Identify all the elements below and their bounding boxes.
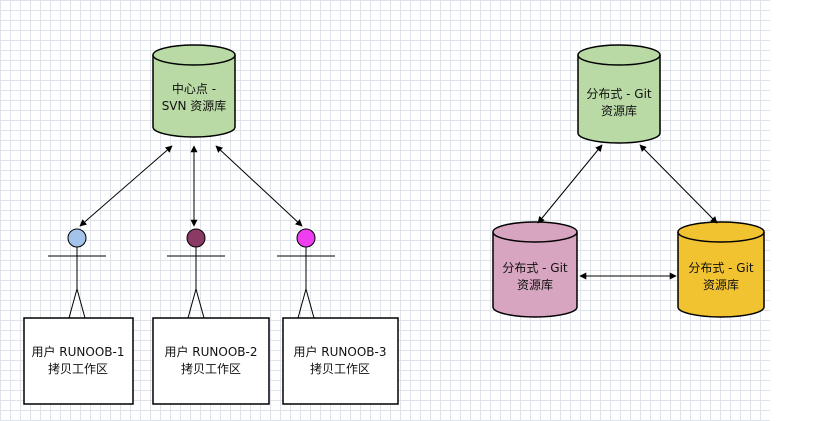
git-sync-arrow-top-left: [537, 144, 603, 224]
svn-repository-label-line1: 中心点 -: [172, 81, 216, 96]
svn-repository-label-line2: SVN 资源库: [162, 98, 227, 113]
svn-sync-arrow-user3: [215, 145, 303, 227]
git-repository-right[interactable]: 分布式 - Git 资源库: [677, 221, 765, 318]
user-box-2[interactable]: 用户 RUNOOB-2 拷贝工作区: [152, 317, 270, 405]
user-box-1-line1: 用户 RUNOOB-1: [31, 344, 124, 359]
git-repository-top[interactable]: 分布式 - Git 资源库: [577, 44, 661, 144]
git-right-label-line2: 资源库: [703, 277, 739, 292]
user-box-3[interactable]: 用户 RUNOOB-3 拷贝工作区: [282, 317, 399, 405]
user-figure-3: [277, 228, 335, 319]
git-right-label-line1: 分布式 - Git: [688, 261, 754, 275]
git-left-label-line2: 资源库: [517, 277, 553, 292]
git-top-label-line1: 分布式 - Git: [586, 87, 652, 101]
git-sync-arrow-top-right: [639, 144, 718, 224]
user-box-2-line1: 用户 RUNOOB-2: [164, 344, 257, 359]
svn-sync-arrow-user1: [79, 145, 173, 227]
git-repository-left[interactable]: 分布式 - Git 资源库: [492, 221, 578, 318]
user-head-1: [67, 228, 87, 248]
user-box-3-line1: 用户 RUNOOB-3: [293, 344, 386, 359]
svn-central-repository[interactable]: 中心点 - SVN 资源库: [152, 44, 236, 138]
user-figure-1: [48, 228, 106, 319]
user-head-3: [296, 228, 316, 248]
user-figure-2: [167, 228, 225, 319]
user-box-3-line2: 拷贝工作区: [310, 361, 370, 376]
user-box-1[interactable]: 用户 RUNOOB-1 拷贝工作区: [23, 317, 134, 405]
user-box-2-line2: 拷贝工作区: [181, 361, 241, 376]
user-head-2: [186, 228, 206, 248]
git-left-label-line1: 分布式 - Git: [502, 261, 568, 275]
git-top-label-line2: 资源库: [601, 103, 637, 118]
user-box-1-line2: 拷贝工作区: [48, 361, 108, 376]
